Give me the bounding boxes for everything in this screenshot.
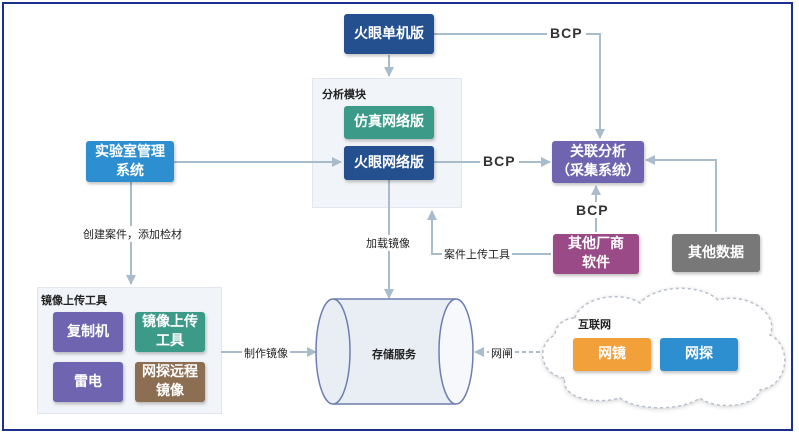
edge-label-create-case: 创建案件，添加检材 — [81, 226, 184, 242]
node-mirror-upload-tool[interactable]: 镜像上传 工具 — [135, 312, 205, 352]
storage-cylinder — [315, 298, 474, 405]
node-other-data[interactable]: 其他数据 — [672, 234, 760, 272]
node-remote-mirror[interactable]: 网探远程 镜像 — [135, 362, 205, 402]
node-leidian[interactable]: 雷电 — [53, 362, 123, 402]
internet-title: 互联网 — [578, 318, 611, 331]
node-sim-network[interactable]: 仿真网络版 — [344, 106, 434, 139]
edge-label-make-mirror: 制作镜像 — [242, 345, 290, 361]
edge-label-network: 网闸 — [489, 345, 515, 361]
edge-label-bcp-vendor: BCP — [573, 202, 612, 218]
node-wangjing[interactable]: 网镜 — [573, 338, 651, 371]
node-other-vendor[interactable]: 其他厂商 软件 — [553, 234, 639, 274]
node-wangtan[interactable]: 网探 — [660, 338, 738, 371]
node-huoyan-network[interactable]: 火眼网络版 — [344, 146, 434, 180]
node-correlation[interactable]: 关联分析 （采集系统） — [552, 141, 644, 183]
edge-otherdata-to-correlation — [645, 155, 717, 232]
edge-label-case-upload: 案件上传工具 — [442, 246, 512, 262]
edge-label-bcp-top: BCP — [547, 25, 586, 41]
edge-standalone-to-correlation — [434, 33, 605, 139]
mirror-tools-title: 镜像上传工具 — [41, 294, 107, 307]
storage-title: 存储服务 — [372, 348, 416, 361]
node-huoyan-standalone[interactable]: 火眼单机版 — [344, 14, 434, 54]
edge-label-load-mirror: 加载镜像 — [364, 235, 412, 251]
analysis-module-title: 分析模块 — [322, 88, 366, 101]
analysis-module-panel — [312, 78, 462, 208]
edge-label-bcp-mid: BCP — [480, 153, 519, 169]
node-lab-system[interactable]: 实验室管理 系统 — [86, 141, 174, 182]
node-copier[interactable]: 复制机 — [53, 312, 123, 352]
